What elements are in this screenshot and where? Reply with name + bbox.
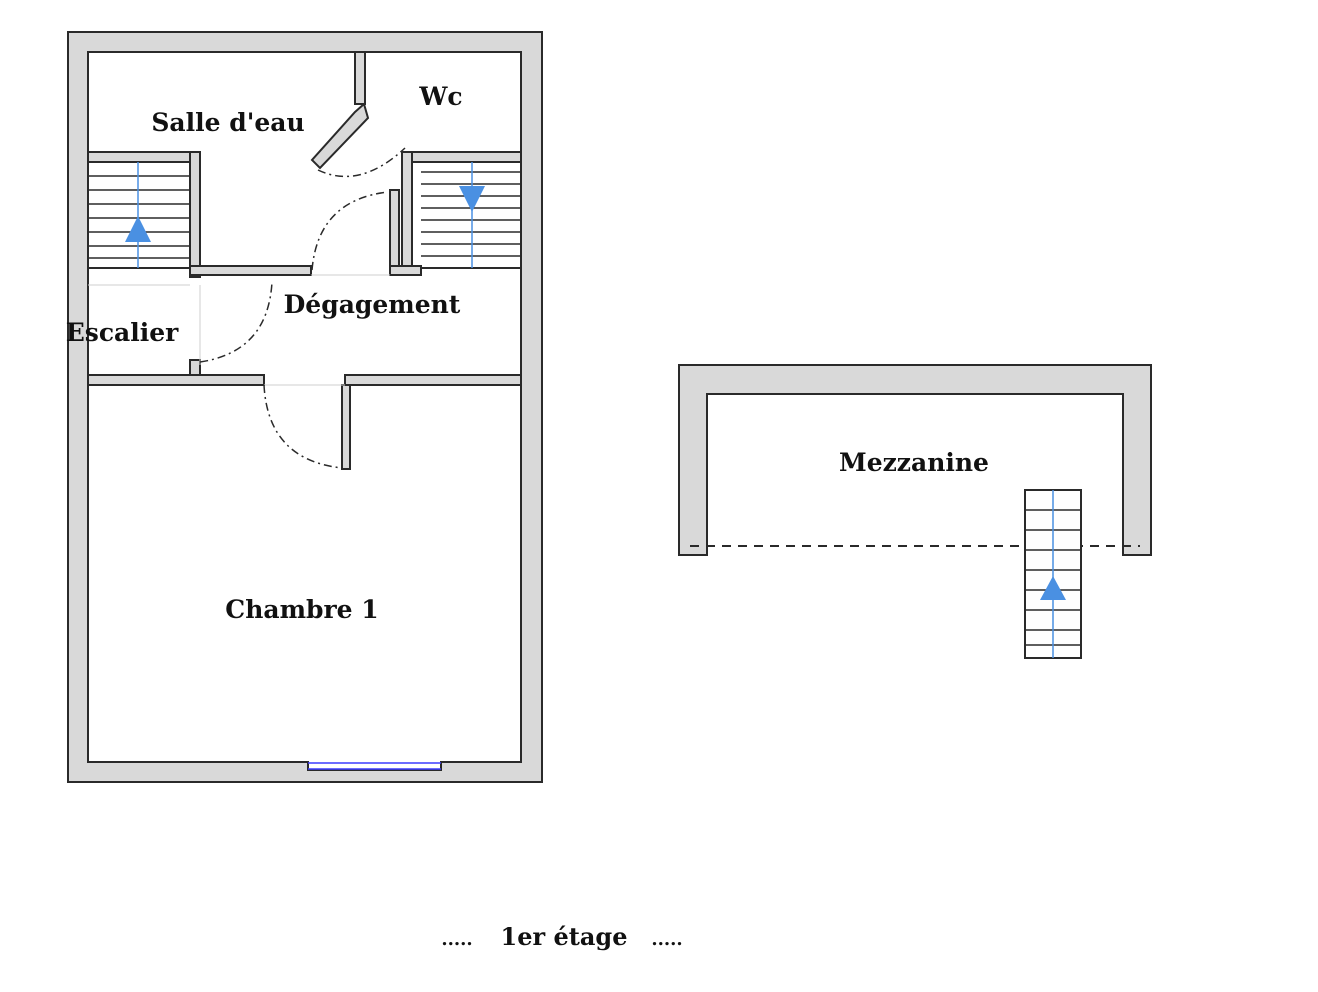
- caption-right-dots: .....: [651, 929, 682, 950]
- salle-deau-door-leaf: [310, 102, 370, 170]
- salle-deau-door-swing: [317, 147, 406, 178]
- wc-partition-wall: [354, 51, 366, 105]
- right-stair-bottom-wall: [389, 265, 422, 276]
- down-arrow-icon: [459, 186, 485, 212]
- wc-bottom-wall: [409, 151, 522, 163]
- mezzanine-wall: [678, 364, 1152, 556]
- up-arrow-icon: [125, 216, 151, 242]
- up-arrow-icon: [1040, 576, 1066, 600]
- caption-left-dots: .....: [441, 929, 472, 950]
- room-label-escalier: Escalier: [66, 318, 179, 347]
- chambre-window: [308, 762, 441, 770]
- salle-deau-left-wall: [189, 151, 201, 278]
- room-label-mezzanine: Mezzanine: [839, 448, 989, 477]
- chambre-top-wall-right: [344, 374, 522, 386]
- main-floor-walls: [67, 31, 543, 783]
- chambre-door-leaf: [341, 384, 351, 470]
- escalier-door-swing: [199, 281, 273, 363]
- salle-deau-lower-wall: [189, 265, 312, 276]
- room-label-chambre-1: Chambre 1: [225, 595, 378, 624]
- right-staircase: [421, 162, 521, 269]
- escalier-stub-wall: [189, 359, 201, 376]
- room-label-degagement: Dégagement: [284, 290, 461, 319]
- floor-caption: 1er étage: [501, 922, 628, 951]
- salle-deau-bottom-wall: [87, 151, 201, 163]
- left-staircase: [87, 162, 190, 269]
- exterior-wall: [67, 31, 543, 783]
- door-openings: [88, 274, 390, 386]
- room-label-salle-deau: Salle d'eau: [151, 108, 304, 137]
- wc-right-partition: [401, 151, 413, 276]
- door-swings: [199, 147, 406, 469]
- room-label-wc: Wc: [418, 82, 462, 111]
- salle-deau-door-jamb: [389, 189, 400, 276]
- chambre-top-wall-left: [87, 374, 265, 386]
- mezzanine-staircase: [1024, 489, 1082, 659]
- chambre-door-swing: [263, 384, 343, 469]
- degagement-door-swing: [311, 191, 389, 271]
